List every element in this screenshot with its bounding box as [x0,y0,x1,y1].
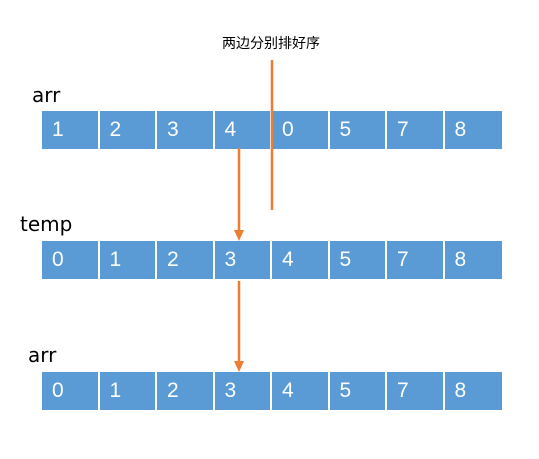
array-cell: 0 [42,241,100,279]
array-cell: 1 [42,111,100,149]
array-cell: 8 [444,111,502,149]
array-cell: 0 [272,111,330,149]
split-caption: 两边分别排好序 [222,36,320,52]
copy-back-arrow-head [234,361,244,372]
array-cell: 4 [272,372,330,410]
array-cell: 7 [387,372,445,410]
array-cell: 1 [99,372,157,410]
array-cell: 7 [387,111,445,149]
array-cell: 5 [329,111,387,149]
array-cell: 5 [329,372,387,410]
array-label-temp: temp [20,212,73,236]
array-cell: 1 [99,241,157,279]
array-cell: 7 [387,241,445,279]
array-label-arr-bottom: arr [28,343,57,367]
array-cell: 8 [444,241,502,279]
array-cell: 3 [214,241,272,279]
array-cell: 3 [157,111,215,149]
array-cell: 0 [42,372,100,410]
array-cell: 8 [444,372,502,410]
array-arr-top: 1 2 3 4 0 5 7 8 [42,111,502,149]
array-cell: 2 [99,111,157,149]
array-cell: 5 [329,241,387,279]
array-cell: 4 [272,241,330,279]
copy-arrow-head [234,230,244,241]
array-label-arr-top: arr [32,83,61,107]
array-temp: 0 1 2 3 4 5 7 8 [42,241,502,279]
array-cell: 2 [157,372,215,410]
array-cell: 2 [157,241,215,279]
array-arr-bottom: 0 1 2 3 4 5 7 8 [42,372,502,410]
array-cell: 3 [214,372,272,410]
